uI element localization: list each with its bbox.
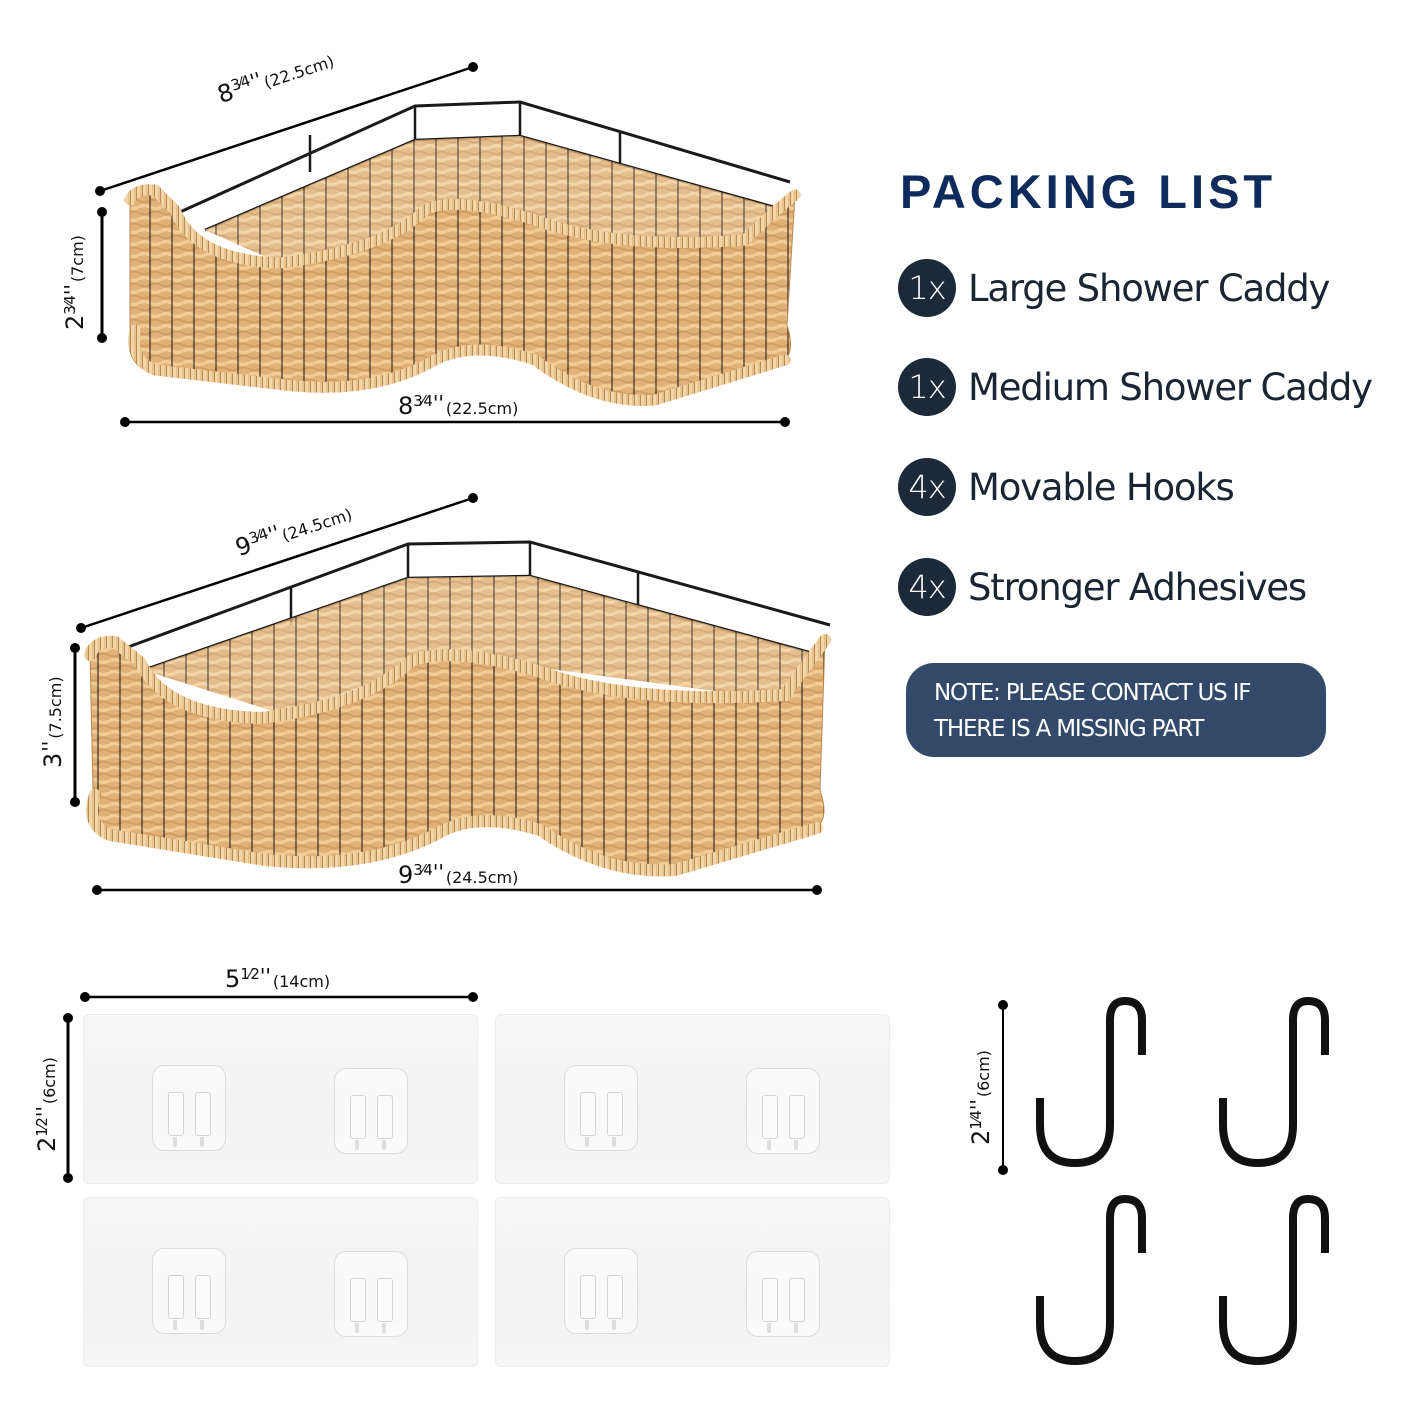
missing-part-note: NOTE: PLEASE CONTACT US IF THERE IS A MI… xyxy=(906,663,1326,757)
suction-mount xyxy=(152,1248,226,1334)
packing-list-title: PACKING LIST xyxy=(900,165,1277,218)
suction-mount xyxy=(152,1065,226,1151)
quantity-badge: 1x xyxy=(898,259,956,317)
item-label: Medium Shower Caddy xyxy=(968,365,1373,409)
medium-caddy-image xyxy=(95,60,815,440)
medium-caddy-bottom-width-label: 83⁄4''(22.5cm) xyxy=(398,391,519,420)
suction-mount xyxy=(334,1251,408,1337)
s-hook-icon xyxy=(1036,1194,1146,1366)
adhesive-pad xyxy=(495,1014,890,1184)
item-label: Stronger Adhesives xyxy=(968,565,1307,609)
hook-height-label: 21⁄4''(6cm) xyxy=(966,1050,995,1145)
note-line-2: THERE IS A MISSING PART xyxy=(934,716,1204,742)
packing-list-item: 1x Medium Shower Caddy xyxy=(898,357,1373,417)
adhesive-width-label: 51⁄2''(14cm) xyxy=(225,964,331,993)
item-label: Large Shower Caddy xyxy=(968,266,1330,310)
large-caddy-height-label: 3''(7.5cm) xyxy=(38,676,67,768)
suction-mount xyxy=(746,1251,820,1337)
adhesive-height-label: 21⁄2''(6cm) xyxy=(32,1057,61,1152)
s-hooks-illustration xyxy=(1036,996,1329,1366)
suction-mount xyxy=(564,1248,638,1334)
large-caddy-bottom-width-label: 93⁄4''(24.5cm) xyxy=(398,860,519,889)
medium-caddy-height-label: 23⁄4''(7cm) xyxy=(60,235,89,330)
large-caddy-image xyxy=(65,490,835,900)
s-hook-icon xyxy=(1036,996,1146,1168)
adhesive-pad xyxy=(83,1197,478,1367)
suction-mount xyxy=(564,1065,638,1151)
suction-mount xyxy=(746,1068,820,1154)
medium-caddy-illustration xyxy=(95,62,801,427)
adhesive-dimension-lines xyxy=(63,992,478,1183)
note-line-1: NOTE: PLEASE CONTACT US IF xyxy=(934,680,1251,706)
quantity-badge: 4x xyxy=(898,458,956,516)
suction-mount xyxy=(334,1068,408,1154)
adhesive-pad xyxy=(83,1014,478,1184)
item-label: Movable Hooks xyxy=(968,465,1235,509)
packing-list-item: 1x Large Shower Caddy xyxy=(898,258,1330,318)
packing-list-item: 4x Movable Hooks xyxy=(898,457,1235,517)
adhesive-pad xyxy=(495,1197,890,1367)
quantity-badge: 1x xyxy=(898,358,956,416)
s-hook-icon xyxy=(1219,1194,1329,1366)
hook-dimension-line xyxy=(998,1000,1008,1175)
packing-list-item: 4x Stronger Adhesives xyxy=(898,557,1307,617)
large-caddy-illustration xyxy=(70,493,831,895)
quantity-badge: 4x xyxy=(898,558,956,616)
s-hook-icon xyxy=(1219,996,1329,1168)
